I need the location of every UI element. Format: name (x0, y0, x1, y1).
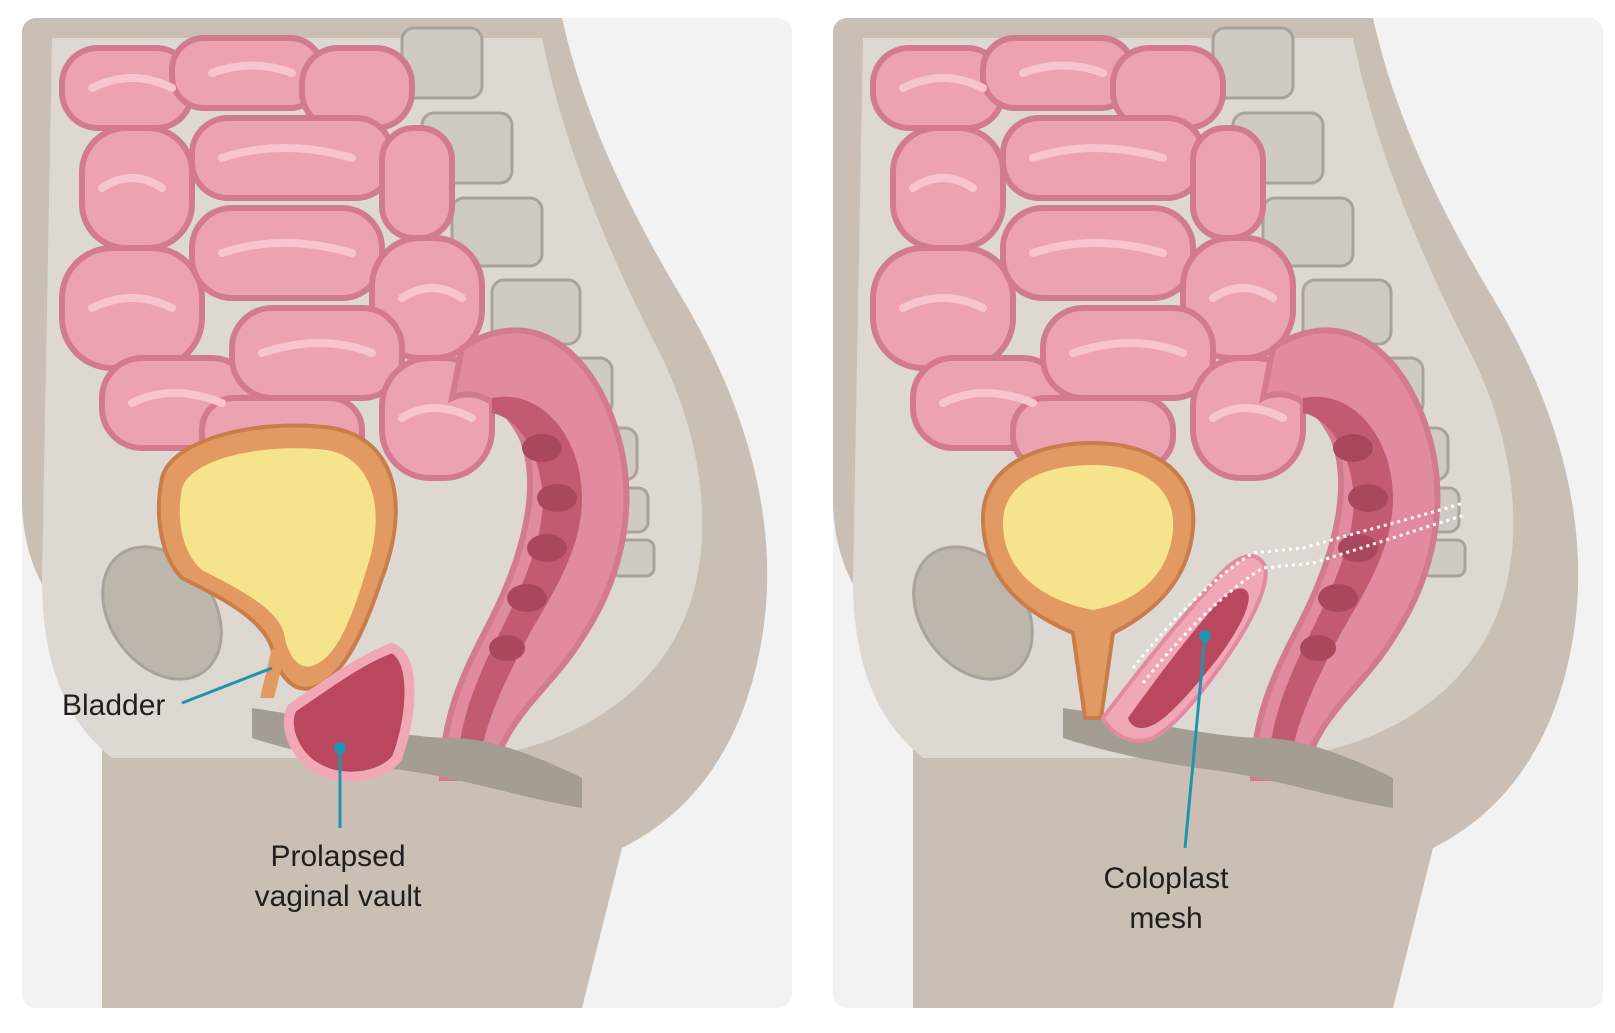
mesh-leader-line (1183, 635, 1207, 849)
label-mesh-line2: mesh (1129, 902, 1202, 935)
label-mesh-line1: Coloplast (1103, 862, 1229, 895)
label-prolapsed-line2: vaginal vault (255, 880, 422, 913)
pelvic-anatomy (833, 18, 1578, 1008)
bladder-leader-line (181, 666, 273, 705)
panel-prolapsed: Bladder Prolapsed vaginal vault (22, 18, 792, 1008)
coloplast-mesh (1131, 501, 1464, 669)
prolapsed-vault-shape (283, 642, 415, 782)
label-bladder: Bladder (62, 689, 165, 722)
diagram-mesh-repair: Coloplast mesh (833, 18, 1603, 1008)
bladder-shape (980, 440, 1196, 720)
diagram-prolapsed: Bladder Prolapsed vaginal vault (22, 18, 792, 1008)
panel-mesh-repair: Coloplast mesh (833, 18, 1603, 1008)
bladder-shape (156, 423, 398, 698)
label-prolapsed-line1: Prolapsed (270, 840, 405, 873)
